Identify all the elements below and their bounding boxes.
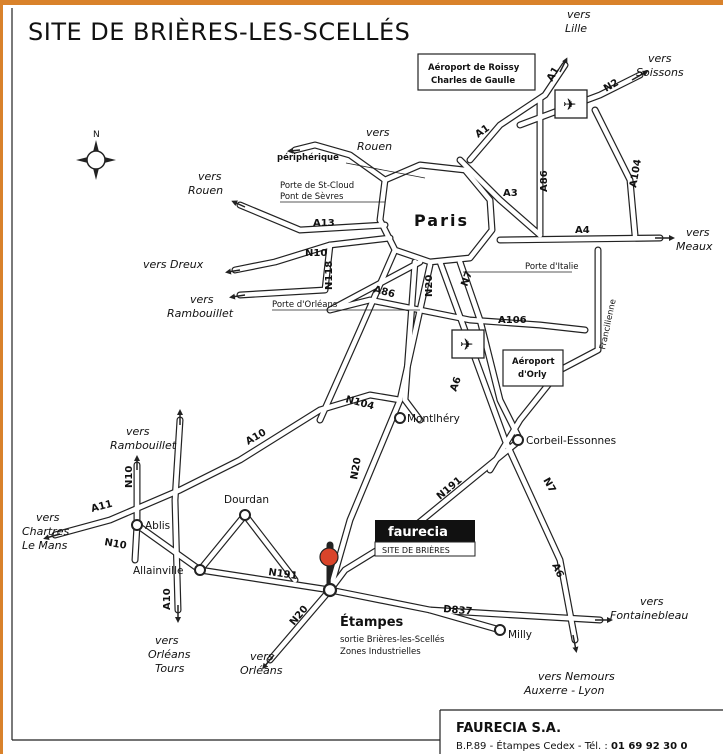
svg-text:N20: N20 xyxy=(349,457,364,481)
destinations: vers Lille vers Soissons vers Meaux vers… xyxy=(22,8,713,697)
svg-text:vers: vers xyxy=(190,293,214,306)
plane-icon: ✈ xyxy=(563,95,576,114)
svg-text:vers: vers xyxy=(648,52,672,65)
plane-icon: ✈ xyxy=(460,335,473,354)
svg-text:Charles de Gaulle: Charles de Gaulle xyxy=(431,76,515,86)
svg-text:vers: vers xyxy=(198,170,222,183)
svg-text:N7: N7 xyxy=(459,270,475,288)
svg-text:A104: A104 xyxy=(628,158,644,188)
svg-text:vers: vers xyxy=(36,511,60,524)
svg-text:N7: N7 xyxy=(540,476,557,495)
svg-text:A4: A4 xyxy=(575,225,590,236)
svg-text:vers: vers xyxy=(640,595,664,608)
left-border xyxy=(0,0,3,754)
svg-text:D837: D837 xyxy=(443,604,473,618)
svg-text:N118: N118 xyxy=(324,261,335,290)
svg-text:Dourdan: Dourdan xyxy=(224,494,269,506)
footer-address: B.P.89 - Étampes Cedex - Tél. : 01 69 92… xyxy=(456,739,688,752)
svg-text:Fontainebleau: Fontainebleau xyxy=(610,609,688,622)
svg-text:N10: N10 xyxy=(305,248,327,259)
svg-text:Rouen: Rouen xyxy=(357,140,392,153)
footer-company: FAURECIA S.A. xyxy=(456,721,561,736)
svg-text:Porte d'Italie: Porte d'Italie xyxy=(525,262,579,272)
svg-text:vers: vers xyxy=(567,8,591,21)
svg-text:vers Dreux: vers Dreux xyxy=(143,258,204,271)
svg-text:sortie Brières-les-Scellés: sortie Brières-les-Scellés xyxy=(340,634,445,645)
svg-text:Aéroport: Aéroport xyxy=(512,356,555,367)
svg-text:N20: N20 xyxy=(424,275,435,297)
svg-text:Orléans: Orléans xyxy=(240,664,283,677)
svg-text:N10: N10 xyxy=(124,466,135,488)
svg-text:Zones Industrielles: Zones Industrielles xyxy=(340,647,421,657)
svg-text:Lille: Lille xyxy=(565,22,587,35)
top-border xyxy=(0,0,723,5)
map-title: SITE DE BRIÈRES-LES-SCELLÉS xyxy=(28,17,410,46)
svg-text:Rambouillet: Rambouillet xyxy=(167,307,234,320)
svg-text:d'Orly: d'Orly xyxy=(518,370,547,380)
svg-text:vers: vers xyxy=(155,634,179,647)
city-paris: Paris xyxy=(414,211,469,230)
svg-text:A10: A10 xyxy=(162,588,173,610)
svg-text:Orléans: Orléans xyxy=(148,648,191,661)
svg-text:A13: A13 xyxy=(313,218,335,229)
svg-text:Rouen: Rouen xyxy=(188,184,223,197)
svg-text:A106: A106 xyxy=(498,315,527,326)
svg-text:Ablis: Ablis xyxy=(145,520,170,532)
roissy-airport: Aéroport de Roissy Charles de Gaulle ✈ xyxy=(417,53,588,119)
svg-text:vers: vers xyxy=(250,650,274,663)
svg-text:N10: N10 xyxy=(103,537,127,552)
paris-center: Paris xyxy=(405,205,477,233)
svg-text:N191: N191 xyxy=(268,567,299,582)
svg-text:Tours: Tours xyxy=(155,662,185,675)
svg-text:Meaux: Meaux xyxy=(676,240,713,253)
svg-text:Chartres: Chartres xyxy=(22,525,70,538)
svg-text:A86: A86 xyxy=(539,170,550,192)
svg-text:A6: A6 xyxy=(448,375,463,393)
svg-text:Soissons: Soissons xyxy=(636,66,684,79)
svg-text:Allainville: Allainville xyxy=(133,565,183,577)
svg-text:N: N xyxy=(93,130,100,140)
svg-text:Le Mans: Le Mans xyxy=(22,539,68,552)
svg-text:Montlhéry: Montlhéry xyxy=(407,413,460,425)
site-marker: faurecia SITE DE BRIÈRES xyxy=(319,520,476,567)
svg-text:Pont de Sèvres: Pont de Sèvres xyxy=(280,191,344,202)
faurecia-logo: faurecia xyxy=(388,525,448,540)
footer-box: FAURECIA S.A. B.P.89 - Étampes Cedex - T… xyxy=(439,709,723,754)
svg-text:A3: A3 xyxy=(503,188,518,199)
svg-text:Corbeil-Essonnes: Corbeil-Essonnes xyxy=(526,435,616,447)
svg-text:A86: A86 xyxy=(372,284,396,300)
svg-text:Rambouillet: Rambouillet xyxy=(110,439,177,452)
svg-text:Aéroport de Roissy: Aéroport de Roissy xyxy=(428,62,520,73)
svg-text:Porte d'Orléans: Porte d'Orléans xyxy=(272,299,338,310)
orly-airport: ✈ Aéroport d'Orly xyxy=(451,329,564,387)
svg-text:vers Nemours: vers Nemours xyxy=(538,670,615,683)
svg-text:périphérique: périphérique xyxy=(277,152,339,163)
places: périphérique Porte de St-Cloud Pont de S… xyxy=(131,152,619,657)
svg-text:vers: vers xyxy=(126,425,150,438)
svg-text:Auxerre - Lyon: Auxerre - Lyon xyxy=(523,684,605,697)
svg-text:vers: vers xyxy=(686,226,710,239)
svg-text:vers: vers xyxy=(366,126,390,139)
svg-text:Porte de St-Cloud: Porte de St-Cloud xyxy=(280,181,354,191)
compass-icon: N xyxy=(76,130,116,180)
svg-text:Étampes: Étampes xyxy=(340,614,404,630)
site-label: SITE DE BRIÈRES xyxy=(382,544,450,555)
svg-text:Milly: Milly xyxy=(508,629,532,641)
svg-text:A11: A11 xyxy=(90,499,114,515)
